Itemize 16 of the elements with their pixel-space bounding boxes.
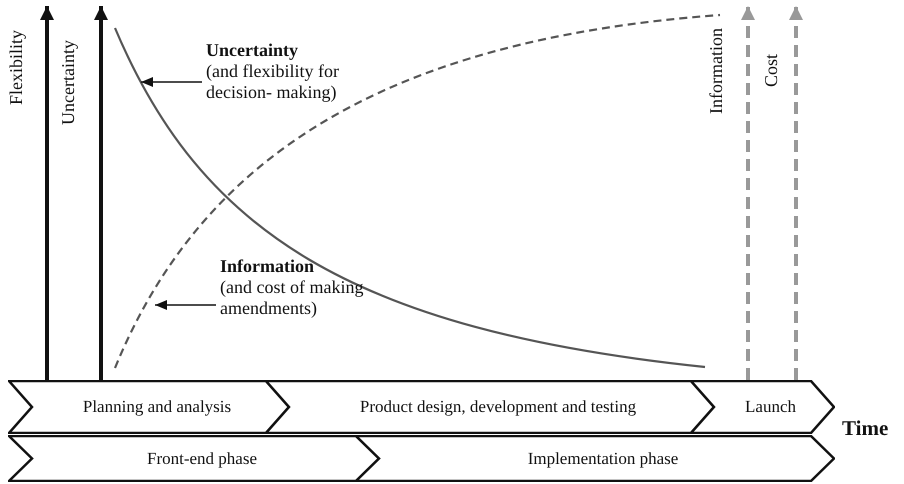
axis-label: Flexibility xyxy=(6,30,27,106)
step-label: Implementation phase xyxy=(528,448,678,468)
step-label: Planning and analysis xyxy=(82,397,232,417)
leader-arrow xyxy=(155,300,216,310)
curve-description: (and flexibility for decision- making) xyxy=(206,61,340,103)
step-label: Product design, development and testing xyxy=(360,397,636,417)
axis-label: Information xyxy=(706,28,727,114)
curve-title: Uncertainty xyxy=(206,40,299,61)
time-axis-label: Time xyxy=(842,416,888,441)
step-label: Launch xyxy=(745,397,796,417)
leader-arrow xyxy=(141,77,202,87)
curve-description: (and cost of making amendments) xyxy=(220,277,364,319)
axis-label: Cost xyxy=(761,54,782,88)
step-label: Front-end phase xyxy=(147,448,257,468)
curve-title: Information xyxy=(220,256,315,277)
axis-label: Uncertainty xyxy=(58,40,79,125)
